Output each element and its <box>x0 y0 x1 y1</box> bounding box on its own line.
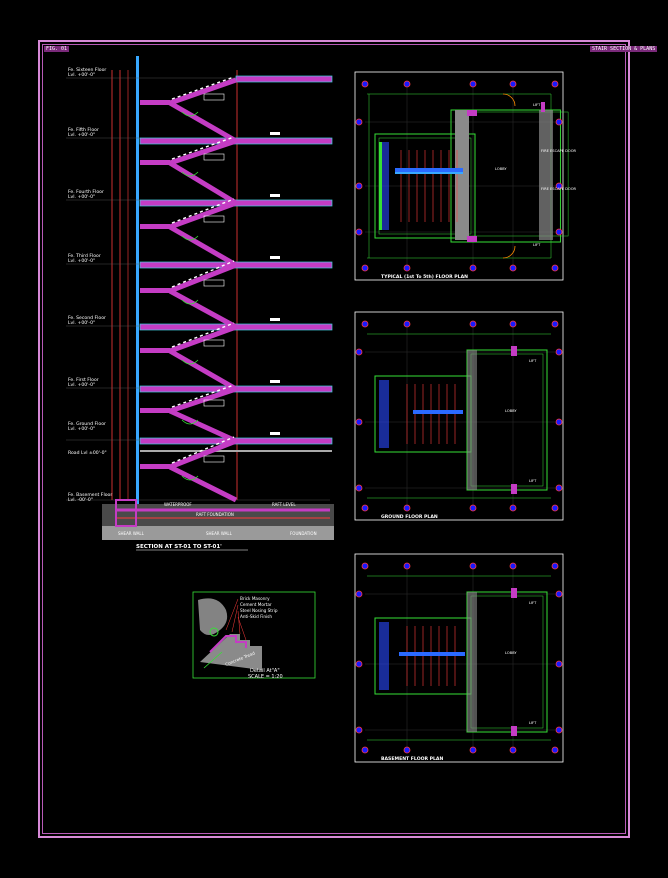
plan-basement: LOBBY LIFT LIFT BASEMENT FLOOR PLAN <box>354 553 564 763</box>
detail-note-4: Anti-Skid Finish <box>240 614 272 619</box>
plan3-lift-bottom: LIFT <box>529 721 537 725</box>
corner-tag-left: FIG. 01 <box>44 46 70 52</box>
plan-typical: LOBBY LIFT LIFT FIRE ESCAPE DOOR FIRE ES… <box>354 71 577 281</box>
detail-note-3: Steel Nosing Strip <box>240 608 278 613</box>
detail-scale: SCALE = 1:20 <box>248 674 283 680</box>
level-name-1: Fe. Sixteen Floor <box>68 67 106 73</box>
level-elev-8: Lvl. -00'-0" <box>68 497 93 503</box>
level-name-4: Fe. Third Floor <box>68 253 101 259</box>
base-label-1: SHEAR WALL <box>118 531 145 536</box>
section-column <box>136 56 139 506</box>
level-name-8: Fe. Basement Floor <box>68 492 112 498</box>
foundation-base <box>102 526 334 540</box>
plan1-note-a: FIRE ESCAPE DOOR <box>541 149 577 153</box>
level-name-7: Fe. Ground Floor <box>68 421 106 427</box>
level-elev-7: Lvl. +00'-0" <box>68 426 95 432</box>
level-name-6: Fe. First Floor <box>68 377 99 383</box>
level-elev-2: Lvl. +00'-0" <box>68 132 95 138</box>
sheet-inner-border <box>42 44 626 834</box>
level-elev-6: Lvl. +00'-0" <box>68 382 95 388</box>
sheet-border <box>38 40 630 838</box>
plan1-note-b: FIRE ESCAPE DOOR <box>541 187 577 191</box>
detail-note-1: Brick Masonry <box>240 596 270 601</box>
detail-a: Brick Masonry Cement Mortar Steel Nosing… <box>192 591 316 680</box>
foundation-label-3: RAFT LEVEL <box>272 502 296 507</box>
foundation-label-1: WATERPROOF <box>164 502 192 507</box>
level-name-2: Fe. Fifth Floor <box>68 127 99 133</box>
plan3-lobby: LOBBY <box>505 651 517 655</box>
base-label-2: SHEAR WALL <box>206 531 233 536</box>
plan1-title: TYPICAL (1st To 5th) FLOOR PLAN <box>381 274 468 280</box>
level-labels: Fe. Sixteen Floor Lvl. +00'-0" Fe. Fifth… <box>68 67 112 503</box>
detail-note-2: Cement Mortar <box>240 602 272 607</box>
level-elev-4: Lvl. +00'-0" <box>68 258 95 264</box>
foundation-label-2: RAFT FOUNDATION <box>196 512 234 517</box>
base-label-3: FOUNDATION <box>290 531 317 536</box>
plan2-lift-bottom: LIFT <box>529 479 537 483</box>
level-name-5: Fe. Second Floor <box>68 315 106 321</box>
section-caption: SECTION AT ST-01 TO ST-01' <box>136 544 222 550</box>
detail-title: Detail At"A" <box>250 668 280 674</box>
plan2-lift-top: LIFT <box>529 359 537 363</box>
plan1-lobby: LOBBY <box>495 167 507 171</box>
plan1-lift-top: LIFT <box>533 103 541 107</box>
level-elev-5: Lvl. +00'-0" <box>68 320 95 326</box>
plan2-title: GROUND FLOOR PLAN <box>381 514 438 520</box>
road-level-note: Road Lvl ±00'-0" <box>68 450 107 456</box>
plan3-lift-top: LIFT <box>529 601 537 605</box>
stair-section: Fe. Sixteen Floor Lvl. +00'-0" Fe. Fifth… <box>66 56 334 551</box>
level-name-3: Fe. Fourth Floor <box>68 189 104 195</box>
level-elev-1: Lvl. +00'-0" <box>68 72 95 78</box>
plan2-lobby: LOBBY <box>505 409 517 413</box>
plan-ground: LOBBY LIFT LIFT GROUND FLOOR PLAN <box>354 311 564 521</box>
corner-tag-right: STAIR SECTION & PLANS <box>590 46 658 52</box>
plan1-lift-bottom: LIFT <box>533 243 541 247</box>
level-elev-3: Lvl. +00'-0" <box>68 194 95 200</box>
plan3-title: BASEMENT FLOOR PLAN <box>381 756 443 762</box>
